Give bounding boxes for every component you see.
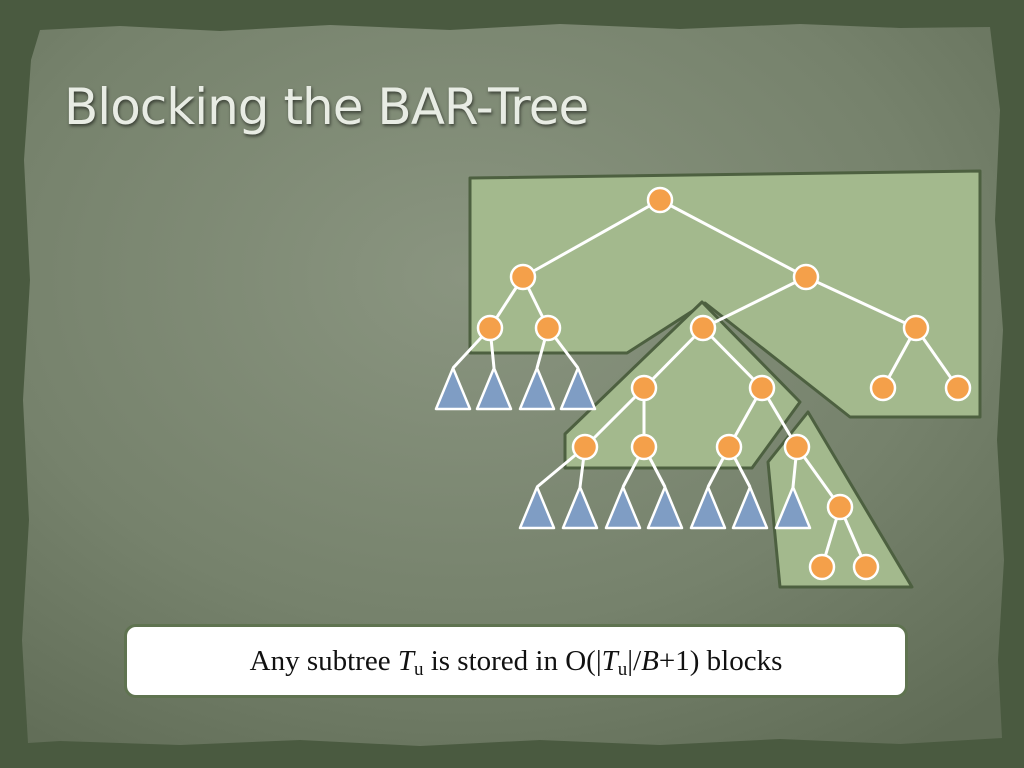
- block-size-symbol: B: [641, 644, 659, 677]
- tree-node-a1: [476, 314, 504, 342]
- tree-node-d1: [571, 433, 599, 461]
- tree-node-a2: [534, 314, 562, 342]
- leaf-subtree-triangle-9: [689, 485, 727, 530]
- tree-node-f1: [808, 553, 836, 581]
- tree-node-d2: [630, 433, 658, 461]
- bar-tree-diagram: [434, 169, 982, 589]
- tree-edge-5: [702, 275, 807, 330]
- slide-title: Blocking the BAR-Tree: [64, 78, 589, 136]
- leaf-subtree-triangle-2: [475, 366, 513, 411]
- tree-node-c2: [748, 374, 776, 402]
- tree-node-b: [792, 263, 820, 291]
- tree-node-e1: [826, 493, 854, 521]
- tree-node-d4: [783, 433, 811, 461]
- leaf-subtree-triangle-10: [731, 485, 769, 530]
- block-region-1: [468, 169, 982, 419]
- tree-edge-8: [701, 326, 764, 390]
- tree-node-b2: [902, 314, 930, 342]
- leaf-subtree-triangle-6: [561, 485, 599, 530]
- tree-node-c1: [630, 374, 658, 402]
- tree-node-f2: [852, 553, 880, 581]
- tree-node-a: [509, 263, 537, 291]
- leaf-subtree-triangle-8: [646, 485, 684, 530]
- tree-node-r: [646, 186, 674, 214]
- tree-edge-7: [642, 326, 705, 390]
- leaf-subtree-triangle-5: [518, 485, 556, 530]
- tree-node-b1: [689, 314, 717, 342]
- leaf-subtree-triangle-1: [434, 366, 472, 411]
- tree-node-d3: [715, 433, 743, 461]
- leaf-subtree-triangle-11: [774, 485, 812, 530]
- caption-box: Any subtree Tu is stored in O(|Tu|/B+1) …: [124, 624, 908, 698]
- tree-edge-6: [805, 275, 917, 330]
- subtree-symbol: T: [397, 644, 414, 677]
- tree-node-c4: [944, 374, 972, 402]
- tree-edge-11: [583, 386, 646, 449]
- leaf-subtree-triangle-4: [559, 366, 597, 411]
- tree-node-c3: [869, 374, 897, 402]
- tree-edge-2: [659, 198, 807, 279]
- caption-text: Any subtree Tu is stored in O(|Tu|/B+1) …: [249, 644, 783, 680]
- tree-edge-1: [522, 198, 661, 279]
- leaf-subtree-triangle-3: [518, 366, 556, 411]
- subtree-symbol-2: T: [601, 644, 618, 677]
- leaf-subtree-triangle-7: [604, 485, 642, 530]
